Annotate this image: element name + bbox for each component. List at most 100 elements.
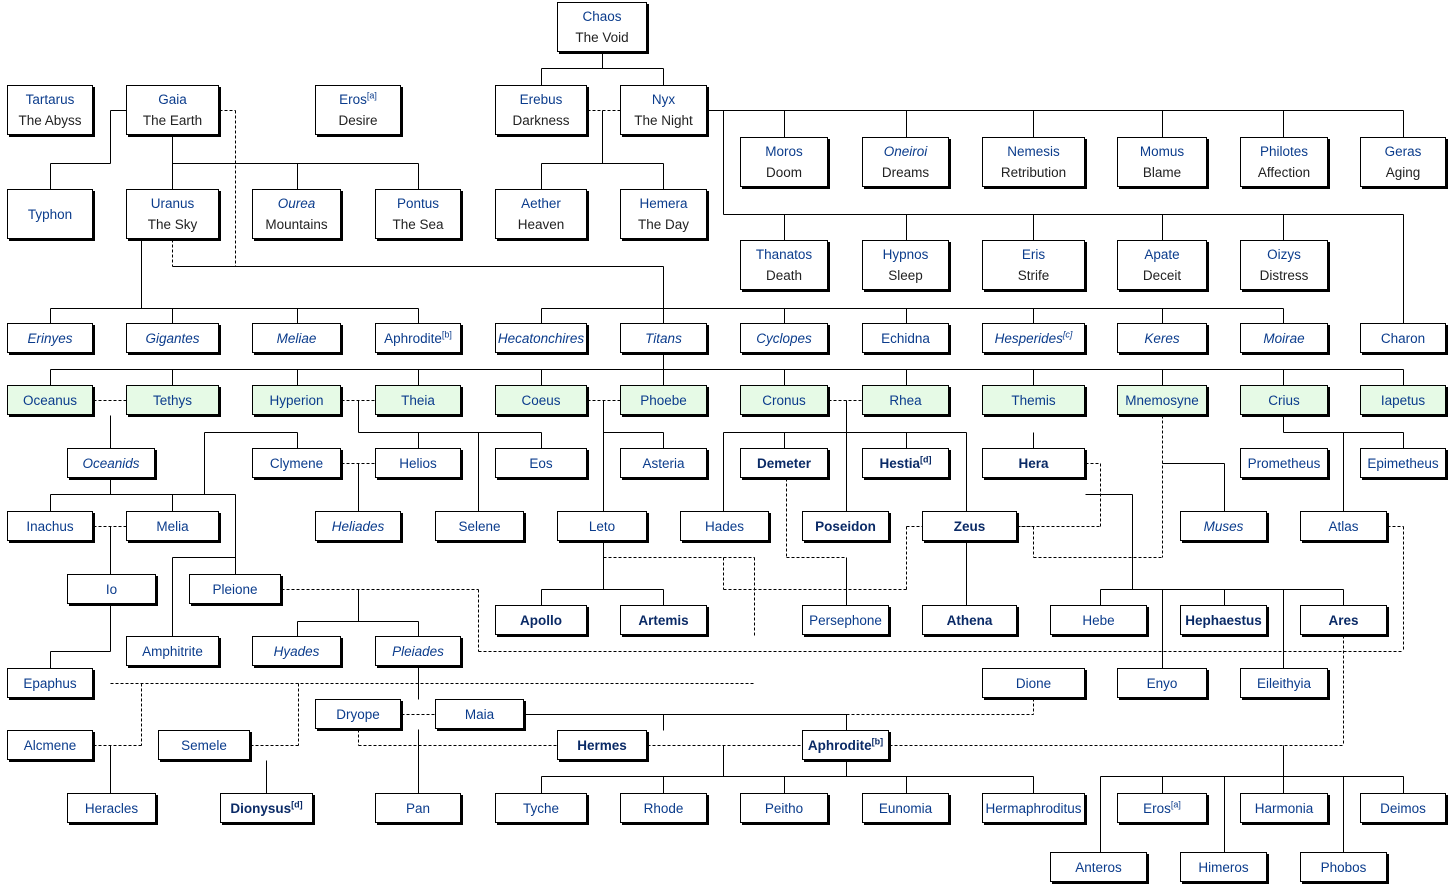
- node-asteria[interactable]: Asteria: [620, 448, 707, 478]
- node-dryope[interactable]: Dryope: [315, 699, 401, 729]
- node-name[interactable]: Hestia[d]: [879, 453, 931, 474]
- node-name[interactable]: Artemis: [638, 610, 688, 631]
- node-name[interactable]: Amphitrite: [142, 641, 203, 662]
- node-name[interactable]: Thanatos: [756, 244, 812, 265]
- footnote-ref[interactable]: [d]: [920, 454, 932, 464]
- node-titans[interactable]: Titans: [620, 323, 707, 353]
- node-apollo[interactable]: Apollo: [495, 605, 587, 635]
- node-inachus[interactable]: Inachus: [7, 511, 93, 541]
- node-name[interactable]: Momus: [1140, 141, 1184, 162]
- node-name[interactable]: Maia: [465, 704, 494, 725]
- node-gigantes[interactable]: Gigantes: [126, 323, 219, 353]
- node-name[interactable]: Peitho: [765, 798, 803, 819]
- node-name[interactable]: Titans: [645, 328, 682, 349]
- node-demeter[interactable]: Demeter: [740, 448, 828, 478]
- node-name[interactable]: Anteros: [1075, 857, 1122, 878]
- node-name[interactable]: Hermaphroditus: [985, 798, 1081, 819]
- node-name[interactable]: Himeros: [1198, 857, 1248, 878]
- node-name[interactable]: Geras: [1385, 141, 1422, 162]
- node-erinyes[interactable]: Erinyes: [7, 323, 93, 353]
- node-name[interactable]: Zeus: [954, 516, 986, 537]
- node-name[interactable]: Leto: [589, 516, 615, 537]
- node-name[interactable]: Iapetus: [1381, 390, 1425, 411]
- node-name[interactable]: Heracles: [85, 798, 138, 819]
- node-maia[interactable]: Maia: [435, 699, 524, 729]
- node-rhode[interactable]: Rhode: [620, 793, 707, 823]
- node-charon[interactable]: Charon: [1360, 323, 1446, 353]
- footnote-ref[interactable]: [b]: [441, 329, 452, 339]
- node-epimetheus[interactable]: Epimetheus: [1360, 448, 1446, 478]
- node-leto[interactable]: Leto: [557, 511, 647, 541]
- node-name[interactable]: Clymene: [270, 453, 323, 474]
- node-name[interactable]: Hades: [705, 516, 744, 537]
- node-name[interactable]: Oneiroi: [884, 141, 928, 162]
- node-name[interactable]: Eros[a]: [339, 89, 377, 110]
- node-name[interactable]: Athena: [947, 610, 993, 631]
- node-name[interactable]: Pleione: [212, 579, 257, 600]
- node-persephone[interactable]: Persephone: [802, 605, 889, 635]
- node-oceanids[interactable]: Oceanids: [67, 448, 155, 478]
- node-rhea[interactable]: Rhea: [862, 385, 949, 415]
- node-name[interactable]: Muses: [1204, 516, 1244, 537]
- node-aphrodite2[interactable]: Aphrodite[b]: [802, 730, 889, 760]
- node-name[interactable]: Crius: [1268, 390, 1300, 411]
- node-iapetus[interactable]: Iapetus: [1360, 385, 1446, 415]
- node-theia[interactable]: Theia: [375, 385, 461, 415]
- node-keres[interactable]: Keres: [1117, 323, 1207, 353]
- node-name[interactable]: Cronus: [762, 390, 806, 411]
- node-name[interactable]: Hephaestus: [1185, 610, 1262, 631]
- node-eos[interactable]: Eos: [495, 448, 587, 478]
- node-name[interactable]: Asteria: [642, 453, 684, 474]
- footnote-ref[interactable]: [a]: [1170, 799, 1181, 809]
- node-name[interactable]: Eileithyia: [1257, 673, 1311, 694]
- node-hyades[interactable]: Hyades: [252, 636, 341, 666]
- node-muses[interactable]: Muses: [1180, 511, 1267, 541]
- node-name[interactable]: Poseidon: [815, 516, 876, 537]
- node-pleiades[interactable]: Pleiades: [375, 636, 461, 666]
- node-name[interactable]: Ourea: [278, 193, 316, 214]
- node-name[interactable]: Phoebe: [640, 390, 687, 411]
- node-name[interactable]: Dryope: [336, 704, 380, 725]
- node-coeus[interactable]: Coeus: [495, 385, 587, 415]
- node-name[interactable]: Aphrodite[b]: [384, 328, 452, 349]
- node-name[interactable]: Hyperion: [269, 390, 323, 411]
- node-name[interactable]: Aphrodite[b]: [808, 735, 883, 756]
- node-name[interactable]: Typhon: [28, 204, 72, 225]
- node-name[interactable]: Inachus: [26, 516, 73, 537]
- node-phoebe[interactable]: Phoebe: [620, 385, 707, 415]
- node-mnemosyne[interactable]: Mnemosyne: [1117, 385, 1207, 415]
- node-name[interactable]: Hemera: [639, 193, 687, 214]
- footnote-ref[interactable]: [c]: [1062, 329, 1073, 339]
- node-name[interactable]: Gaia: [158, 89, 187, 110]
- node-name[interactable]: Eris: [1022, 244, 1045, 265]
- node-himeros[interactable]: Himeros: [1180, 852, 1267, 882]
- footnote-ref[interactable]: [b]: [871, 736, 884, 746]
- node-io[interactable]: Io: [67, 574, 156, 604]
- node-dione[interactable]: Dione: [982, 668, 1085, 698]
- node-enyo[interactable]: Enyo: [1117, 668, 1207, 698]
- node-name[interactable]: Echidna: [881, 328, 930, 349]
- node-dionysus[interactable]: Dionysus[d]: [220, 793, 313, 823]
- node-name[interactable]: Moros: [765, 141, 803, 162]
- node-name[interactable]: Apate: [1144, 244, 1179, 265]
- node-name[interactable]: Eos: [529, 453, 552, 474]
- node-tyche[interactable]: Tyche: [495, 793, 587, 823]
- node-name[interactable]: Hermes: [577, 735, 627, 756]
- node-phobos[interactable]: Phobos: [1300, 852, 1387, 882]
- node-name[interactable]: Coeus: [521, 390, 560, 411]
- node-name[interactable]: Persephone: [809, 610, 882, 631]
- node-name[interactable]: Philotes: [1260, 141, 1308, 162]
